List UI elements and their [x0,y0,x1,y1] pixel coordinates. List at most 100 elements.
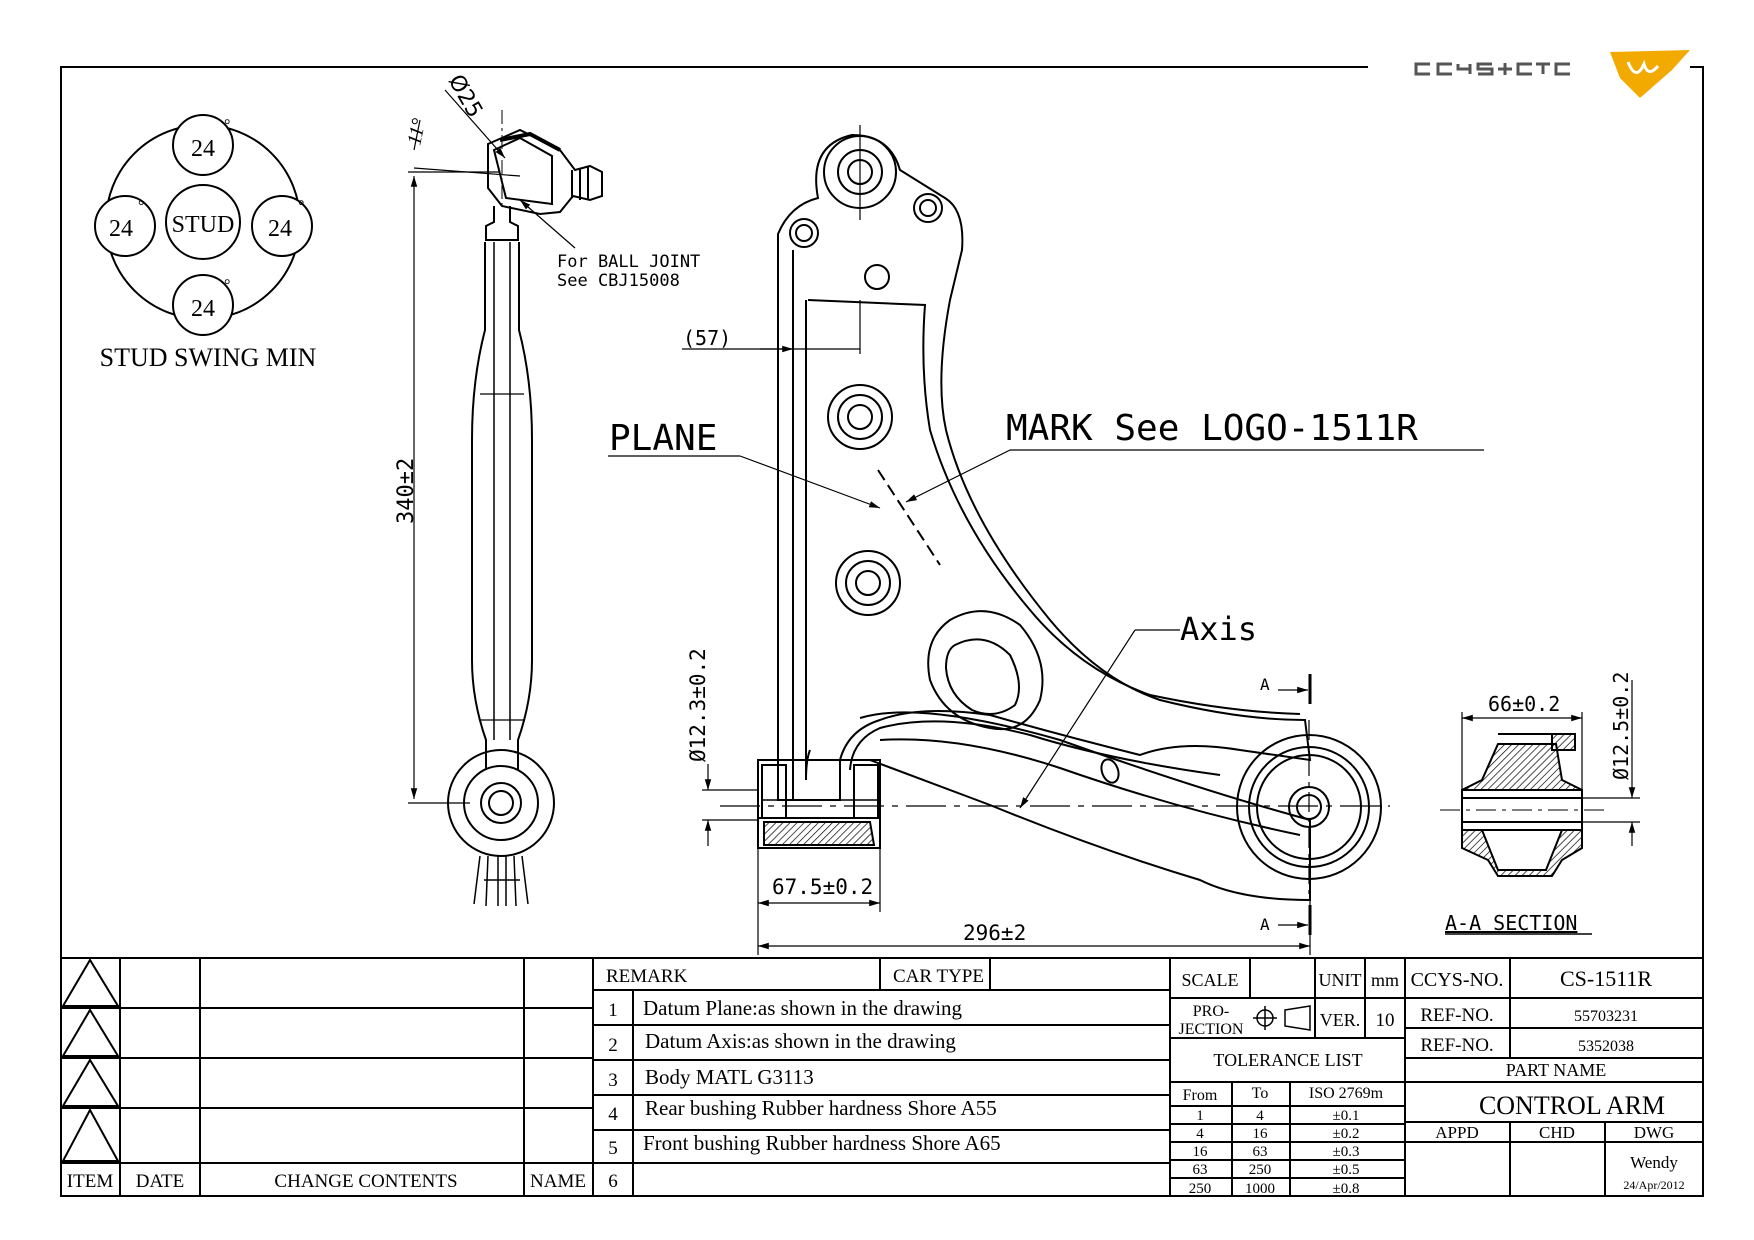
degree-mark: ° [298,198,304,215]
revision-triangle-icon [61,1058,120,1107]
tolerance-to-1: 4 [1256,1108,1264,1124]
tolerance-from-3: 16 [1193,1144,1209,1160]
tolerance-to-5: 1000 [1245,1181,1275,1197]
revision-change-header: CHANGE CONTENTS [274,1171,457,1192]
degree-mark: ° [224,117,230,134]
tolerance-value-1: ±0.1 [1333,1108,1360,1124]
revision-triangle-icon [61,1008,120,1057]
remark-text-2: Datum Axis:as shown in the drawing [645,1029,956,1053]
tolerance-title: TOLERANCE LIST [1213,1050,1362,1070]
remark-text-1: Datum Plane:as shown in the drawing [643,996,963,1020]
tolerance-to-header: To [1252,1085,1269,1102]
unit-value: mm [1371,970,1399,990]
section-dia-label: Ø12.5±0.2 [1609,672,1633,780]
plane-label: PLANE [609,418,717,459]
ccys-no-label: CCYS-NO. [1411,969,1504,991]
part-name-label: PART NAME [1506,1060,1606,1080]
control-arm-plan-view [720,125,1390,902]
remark-num-6: 6 [608,1171,618,1192]
tolerance-from-2: 4 [1196,1126,1204,1142]
tolerance-value-3: ±0.3 [1333,1144,1360,1160]
ref-no-value-1: 55703231 [1574,1008,1638,1025]
stud-center-label: STUD [172,212,235,238]
tolerance-from-5: 250 [1189,1181,1212,1197]
remark-num-1: 1 [608,1000,618,1021]
chd-label: CHD [1539,1123,1575,1142]
ccys-no-value: CS-1511R [1560,966,1652,991]
stud-swing-left: 24 [109,216,133,242]
stud-circle-left [94,195,156,257]
section-caption: A-A SECTION [1445,911,1577,935]
tolerance-to-2: 16 [1253,1126,1269,1142]
axis-label: Axis [1180,610,1257,648]
stud-diameter-label: Ø25 [443,71,487,123]
front-bushing-width-label: 67.5±0.2 [772,875,873,899]
mark-label: MARK See LOGO-1511R [1006,408,1418,449]
title-block-grid [61,957,1703,1196]
side-view-dimensions [408,89,576,804]
tolerance-from-4: 63 [1193,1162,1208,1178]
tolerance-to-3: 63 [1253,1144,1268,1160]
tolerance-value-5: ±0.8 [1333,1181,1360,1197]
ref-no-label-1: REF-NO. [1420,1005,1493,1026]
front-bushing-dia-label: Ø12.3±0.2 [686,648,710,762]
stud-circle-top [172,114,234,176]
drawn-by: Wendy [1630,1153,1678,1172]
projection-label-2: JECTION [1179,1021,1244,1038]
angle-label: 11° [403,117,430,148]
stud-circle-center [165,184,241,260]
section-dimensions [1461,680,1640,846]
revision-triangle-icon [61,958,120,1007]
stud-circle-bottom [172,274,234,336]
tolerance-from-header: From [1183,1087,1218,1104]
ref-no-label-2: REF-NO. [1420,1035,1493,1056]
revision-date-header: DATE [136,1171,185,1192]
remark-text-3: Body MATL G3113 [645,1065,814,1089]
version-value: 10 [1376,1010,1395,1031]
projection-label-1: PRO- [1193,1003,1229,1020]
stud-swing-top: 24 [191,136,215,162]
overall-length-label: 296±2 [963,921,1026,945]
third-angle-projection-icon [1253,1005,1311,1031]
version-label: VER. [1320,1010,1361,1030]
tolerance-value-4: ±0.5 [1333,1162,1360,1178]
stud-circle-right [251,195,313,257]
stud-swing-bottom: 24 [191,296,215,322]
remark-text-5: Front bushing Rubber hardness Shore A65 [643,1131,1001,1155]
revision-triangles [61,958,120,1162]
front-bushing [757,817,881,849]
section-marker-bottom: A [1260,915,1270,934]
tolerance-to-4: 250 [1249,1162,1272,1178]
section-marker-top: A [1260,675,1270,694]
stud-swing-diagram: 24 24 STUD 24 24 ° ° ° ° STUD SWING MIN [94,114,317,372]
degree-mark: ° [138,198,144,215]
car-type-label: CAR TYPE [893,966,984,987]
unit-label: UNIT [1319,970,1362,990]
ball-joint-note-line1: For BALL JOINT [557,252,700,272]
stud-swing-right: 24 [268,216,292,242]
flame-logo-icon [1610,50,1690,98]
main-view-dimensions [608,300,1484,955]
tolerance-value-2: ±0.2 [1333,1126,1360,1142]
remark-header: REMARK [606,966,688,987]
ccys-ctc-wordmark [1414,62,1570,76]
appd-label: APPD [1435,1123,1478,1142]
part-name-value: CONTROL ARM [1479,1091,1665,1120]
side-view [447,110,603,907]
company-logo [1414,50,1690,98]
tolerance-from-1: 1 [1196,1108,1204,1124]
degree-mark: ° [224,277,230,294]
revision-name-header: NAME [530,1171,586,1192]
remark-num-3: 3 [608,1070,618,1091]
revision-triangle-icon [61,1107,120,1162]
length-label: 340±2 [394,458,419,524]
remark-num-5: 5 [608,1138,618,1159]
dwg-label: DWG [1634,1123,1675,1142]
remark-num-4: 4 [608,1104,618,1125]
drawing-date: 24/Apr/2012 [1623,1178,1684,1192]
drawing-border [60,66,1704,1197]
remark-num-2: 2 [608,1035,618,1056]
ball-joint-note-line2: See CBJ15008 [557,271,680,291]
offset-dimension: (57) [683,326,731,350]
scale-label: SCALE [1181,970,1238,990]
